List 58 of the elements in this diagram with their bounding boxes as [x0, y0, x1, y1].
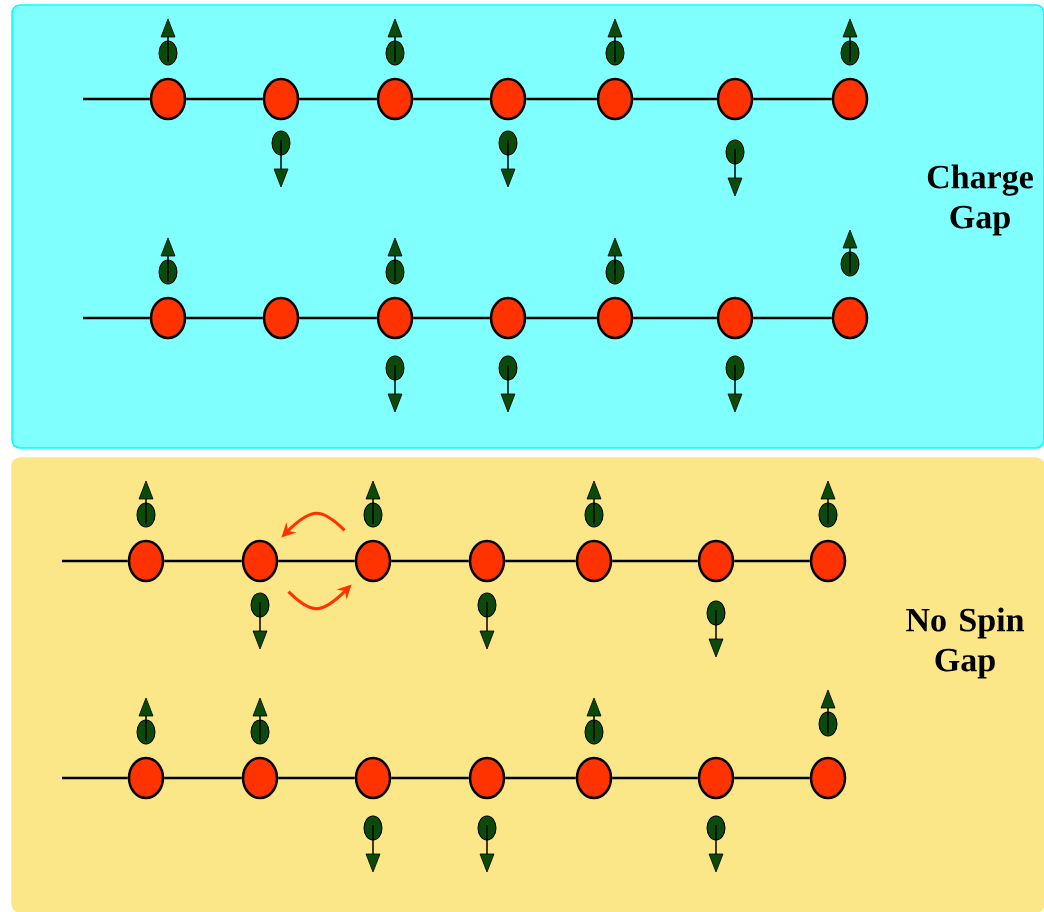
- atom-circle: [376, 77, 414, 121]
- chain-line: [62, 776, 128, 780]
- atom-circle: [489, 77, 527, 121]
- chain-line: [62, 559, 128, 563]
- chain-line: [526, 97, 597, 101]
- atom-circle: [468, 539, 506, 583]
- atom-circle: [697, 756, 735, 800]
- atom-circle: [716, 77, 754, 121]
- chain-line: [612, 559, 698, 563]
- atom-circle: [149, 296, 187, 340]
- chain-line: [186, 97, 263, 101]
- chain-line: [278, 559, 355, 563]
- chain-line: [391, 559, 469, 563]
- atom-circle: [241, 756, 279, 800]
- atom-circle: [376, 296, 414, 340]
- atom-circle: [575, 539, 613, 583]
- atom-circle: [149, 77, 187, 121]
- chain-line: [734, 776, 810, 780]
- atom-circle: [596, 296, 634, 340]
- chain-line: [526, 316, 597, 320]
- atom-circle: [809, 539, 847, 583]
- chain-line: [734, 559, 810, 563]
- chain-line: [278, 776, 355, 780]
- atom-circle: [468, 756, 506, 800]
- atom-circle: [697, 539, 735, 583]
- chain-line: [505, 776, 576, 780]
- chain-line: [413, 97, 490, 101]
- atom-circle: [575, 756, 613, 800]
- chain-line: [633, 316, 717, 320]
- chain-line: [391, 776, 469, 780]
- atom-circle: [262, 296, 300, 340]
- atom-circle: [489, 296, 527, 340]
- chain-line: [83, 97, 150, 101]
- atom-circle: [831, 77, 869, 121]
- atom-circle: [716, 296, 754, 340]
- atom-circle: [354, 756, 392, 800]
- atom-circle: [241, 539, 279, 583]
- atom-circle: [831, 296, 869, 340]
- chain-line: [753, 316, 832, 320]
- atom-circle: [127, 756, 165, 800]
- atom-circle: [596, 77, 634, 121]
- atom-circle: [809, 756, 847, 800]
- chain-line: [753, 97, 832, 101]
- atom-circle: [354, 539, 392, 583]
- chain-line: [633, 97, 717, 101]
- chain-line: [164, 776, 242, 780]
- chain-line: [83, 316, 150, 320]
- chain-line: [413, 316, 490, 320]
- panel-label: Charge Gap: [927, 164, 1033, 236]
- chain-line: [186, 316, 263, 320]
- atom-circle: [262, 77, 300, 121]
- panel-label: No Spin Gap: [906, 607, 1024, 679]
- chain-line: [612, 776, 698, 780]
- chain-line: [299, 316, 377, 320]
- chain-line: [164, 559, 242, 563]
- chain-line: [505, 559, 576, 563]
- chain-line: [299, 97, 377, 101]
- atom-circle: [127, 539, 165, 583]
